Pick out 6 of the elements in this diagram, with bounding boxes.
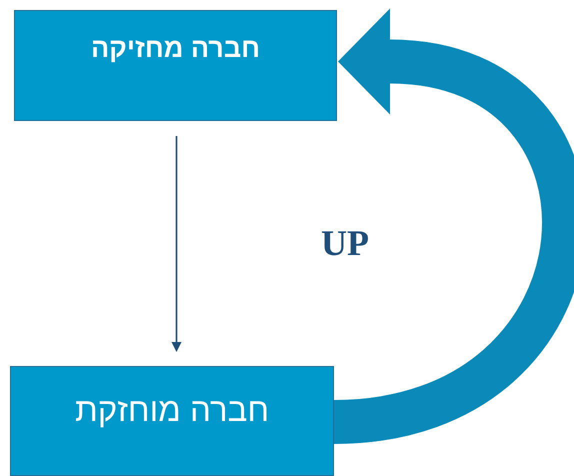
- box-label: חברה מחזיקה: [90, 33, 260, 64]
- edge-label: UP: [321, 222, 369, 264]
- arrow: [172, 136, 182, 352]
- box-label: חברה מוחזקת: [74, 391, 270, 429]
- company-box: [14, 10, 337, 121]
- company-box: [10, 366, 334, 476]
